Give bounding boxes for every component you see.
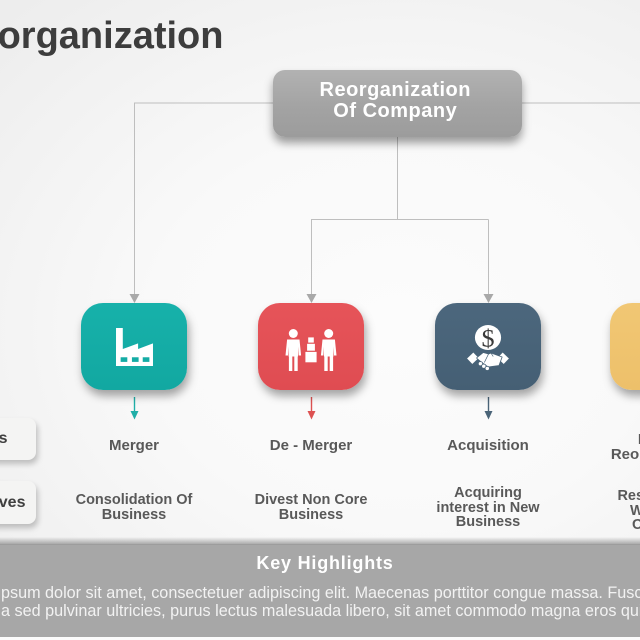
svg-text:$: $ <box>481 325 494 352</box>
